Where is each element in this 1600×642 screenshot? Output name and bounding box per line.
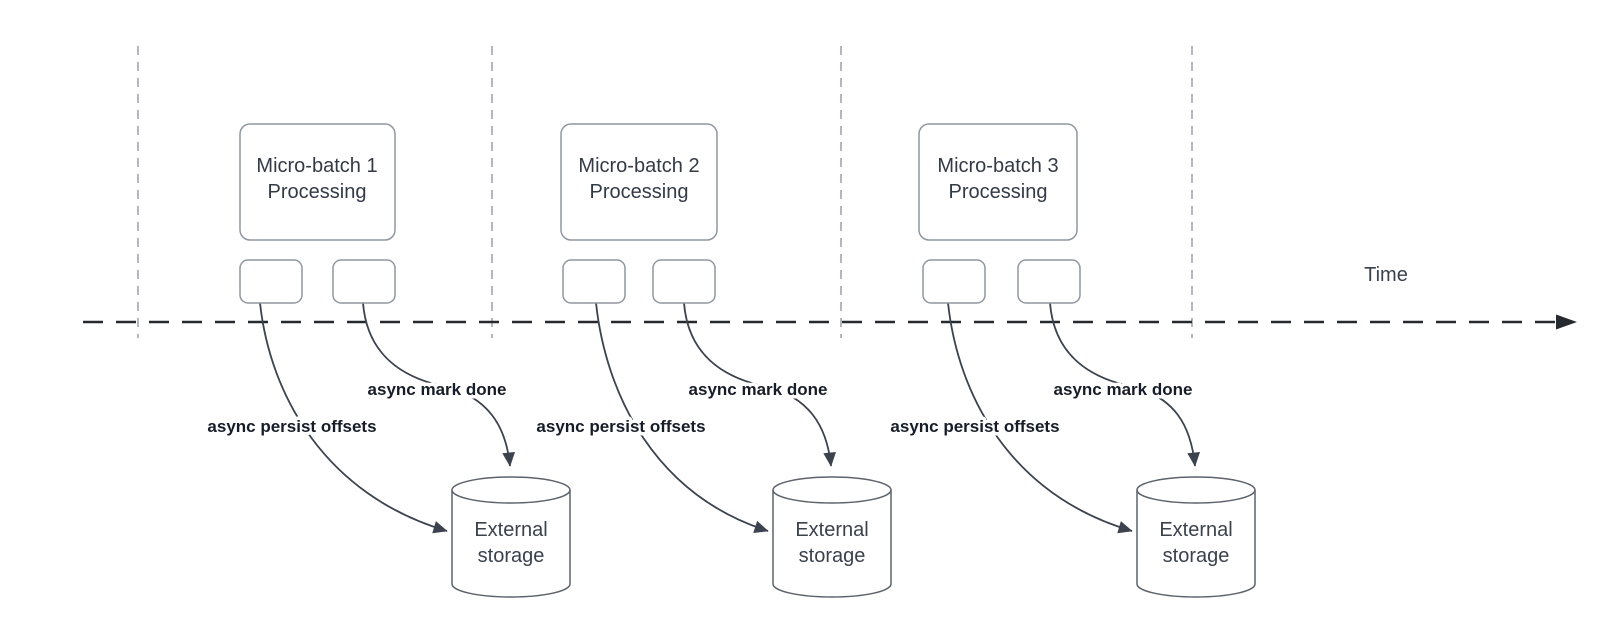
external-storage-line2-2: storage (799, 545, 866, 567)
external-storage-line1-1: External (474, 519, 547, 541)
time-axis-arrowhead-icon (1556, 314, 1577, 330)
persist-offsets-arrow-2 (595, 302, 769, 533)
micro-batch-3-box-line1: Micro-batch 3 (937, 155, 1058, 177)
external-storage-cylinder-2 (772, 490, 892, 598)
mark-done-task-box-2 (652, 259, 716, 304)
micro-batch-3-group: Micro-batch 3 Processing async persist o… (887, 123, 1256, 598)
external-storage-cylinder-1 (451, 490, 571, 598)
mark-done-label-2: async mark done (689, 380, 828, 399)
time-axis-label: Time (1364, 264, 1408, 286)
external-storage-line1-3: External (1159, 519, 1232, 541)
offset-task-box-2 (562, 259, 626, 304)
persist-offsets-label-2: async persist offsets (536, 417, 705, 436)
external-storage-line1-2: External (795, 519, 868, 541)
micro-batch-1-group: Micro-batch 1 Processing async persist o… (204, 123, 571, 598)
mark-done-arrow-3 (1049, 302, 1200, 467)
micro-batch-1-processing-box (239, 123, 396, 241)
micro-batch-2-processing-box (560, 123, 718, 241)
external-storage-cylinder-top-3 (1136, 476, 1256, 504)
micro-batch-1-box-line2: Processing (268, 181, 367, 203)
mark-done-arrow-2 (683, 302, 836, 467)
mark-done-task-box-1 (332, 259, 396, 304)
micro-batch-3-box-line2: Processing (949, 181, 1048, 203)
external-storage-line2-1: storage (478, 545, 545, 567)
micro-batch-3-processing-box (918, 123, 1078, 241)
mark-done-label-3: async mark done (1054, 380, 1193, 399)
micro-batch-2-box-line2: Processing (590, 181, 689, 203)
external-storage-cylinder-top-2 (772, 476, 892, 504)
micro-batch-2-box-line1: Micro-batch 2 (578, 155, 699, 177)
mark-done-label-1: async mark done (368, 380, 507, 399)
persist-offsets-arrow-3 (947, 302, 1133, 534)
external-storage-line2-3: storage (1163, 545, 1230, 567)
persist-offsets-label-3: async persist offsets (890, 417, 1059, 436)
micro-batch-2-group: Micro-batch 2 Processing async persist o… (533, 123, 892, 598)
persist-offsets-arrow-1 (259, 302, 448, 534)
micro-batch-1-box-line1: Micro-batch 1 (256, 155, 377, 177)
external-storage-cylinder-3 (1136, 490, 1256, 598)
mark-done-arrow-1 (362, 302, 515, 467)
persist-offsets-label-1: async persist offsets (207, 417, 376, 436)
offset-task-box-3 (922, 259, 986, 304)
mark-done-task-box-3 (1017, 259, 1081, 304)
external-storage-cylinder-top-1 (451, 476, 571, 504)
offset-task-box-1 (239, 259, 303, 304)
